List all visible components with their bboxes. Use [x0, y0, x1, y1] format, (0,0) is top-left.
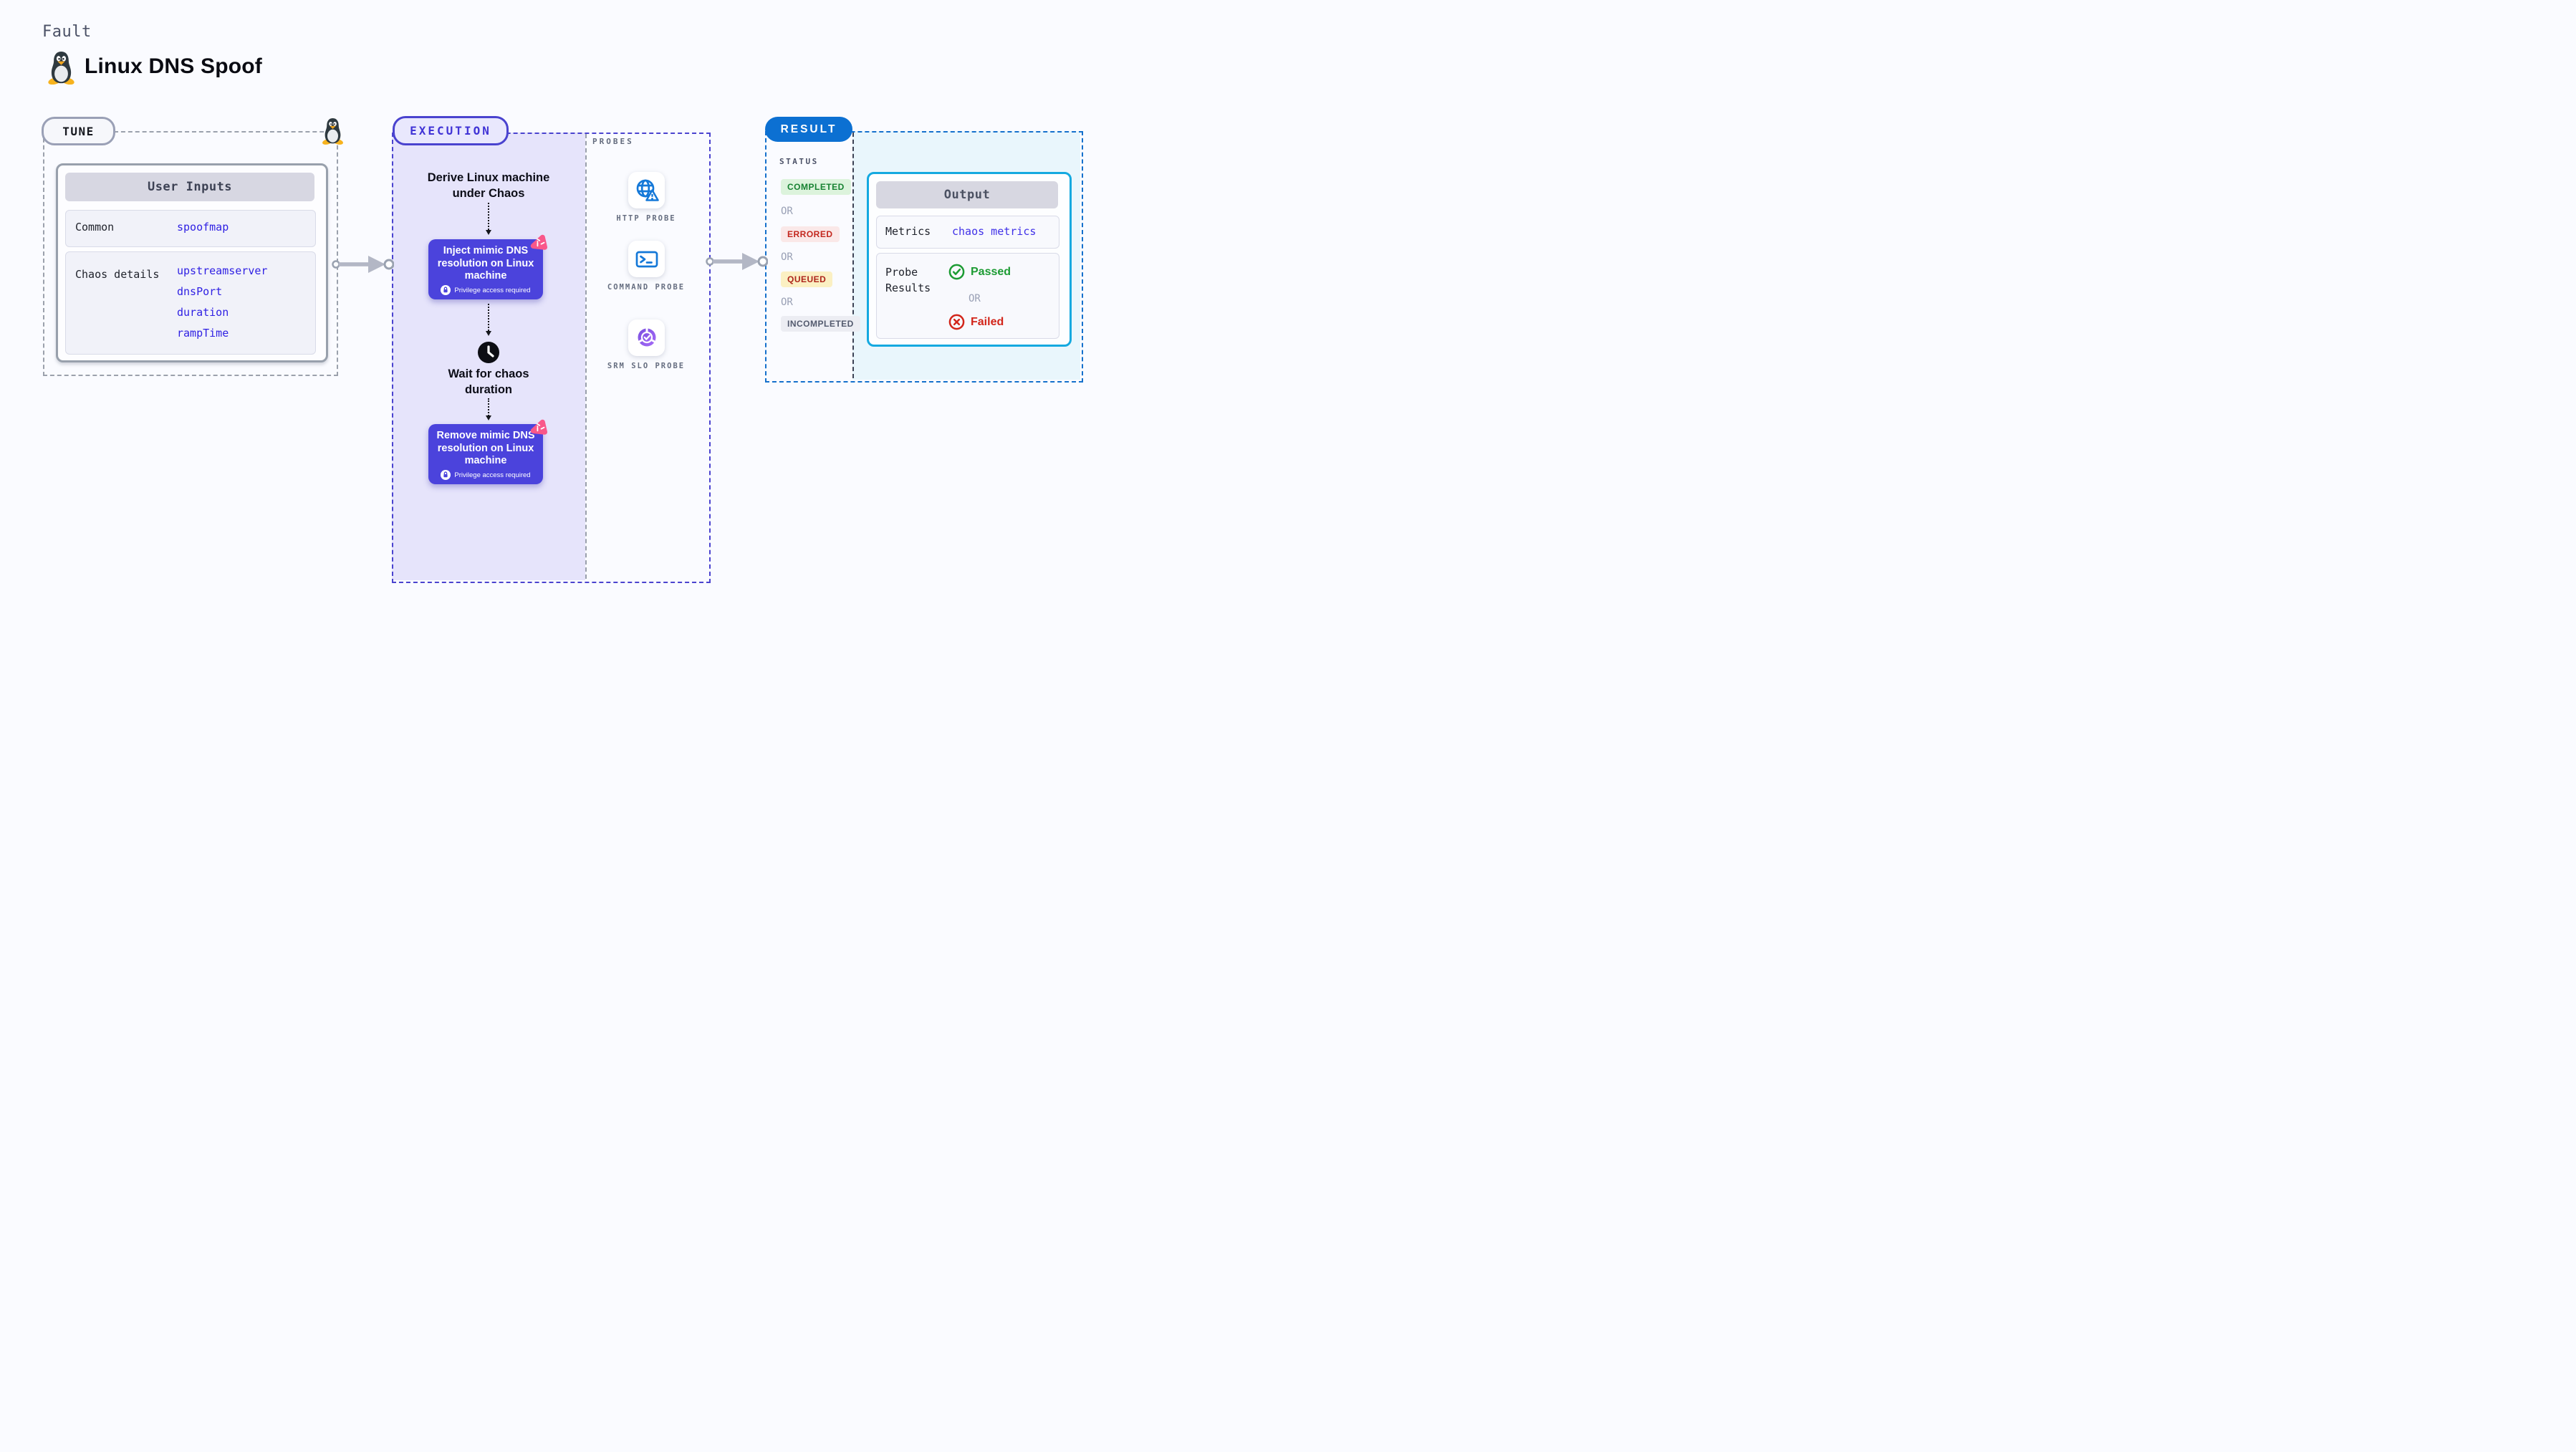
status-badge-errored: ERRORED [781, 226, 840, 242]
tune-section-pill: TUNE [42, 117, 115, 145]
wait-step-label: Wait for chaos duration [448, 367, 529, 396]
check-circle-icon [948, 264, 965, 280]
command-probe-label: COMMAND PROBE [607, 283, 686, 292]
chaos-value: upstreamserver [177, 264, 268, 277]
inject-step-node: Inject mimic DNS resolution on Linux mac… [428, 239, 543, 299]
srm-slo-probe-label: SRM SLO PROBE [607, 362, 686, 370]
probe-passed: Passed [948, 264, 1011, 280]
http-probe-label: HTTP PROBE [616, 214, 676, 223]
srm-slo-probe-card [628, 319, 665, 356]
litmus-chaos-triangle-icon [530, 234, 547, 250]
metrics-value: chaos metrics [952, 225, 1037, 238]
execution-section-pill: EXECUTION [393, 116, 509, 145]
probe-results-row: Probe Results Passed OR Failed [876, 253, 1059, 339]
output-card: Output Metrics chaos metrics Probe Resul… [867, 172, 1072, 347]
common-label: Common [75, 221, 115, 234]
result-section-pill: RESULT [765, 117, 852, 142]
common-value: spoofmap [177, 221, 229, 234]
fault-kicker: Fault [42, 23, 92, 41]
remove-step-node: Remove mimic DNS resolution on Linux mac… [428, 424, 543, 484]
chaos-value: rampTime [177, 327, 229, 340]
probe-failed: Failed [948, 314, 1004, 330]
failed-label: Failed [971, 315, 1004, 328]
tune-section-box [43, 131, 338, 376]
clock-icon [478, 342, 499, 363]
flow-arrow-icon [332, 256, 394, 273]
common-row: Common spoofmap [65, 210, 316, 247]
chaos-details-values: upstreamserver dnsPort duration rampTime [177, 261, 267, 344]
chaos-details-label: Chaos details [75, 268, 160, 281]
globe-warning-icon [636, 179, 659, 201]
http-probe-card [628, 172, 665, 208]
down-arrow-icon [486, 203, 491, 235]
output-header: Output [876, 181, 1058, 208]
command-probe-card [628, 241, 665, 277]
metrics-row: Metrics chaos metrics [876, 216, 1059, 249]
chaos-value: duration [177, 306, 229, 319]
privilege-row: Privilege access required [428, 285, 543, 296]
flow-arrow-icon [706, 253, 768, 270]
privilege-label: Privilege access required [454, 471, 531, 479]
chaos-value: dnsPort [177, 285, 223, 298]
probe-results-label: Probe Results [885, 266, 931, 294]
donut-check-icon [637, 327, 656, 346]
down-arrow-icon [486, 398, 491, 420]
passed-label: Passed [971, 265, 1011, 278]
or-label: OR [781, 251, 793, 263]
status-badge-queued: QUEUED [781, 271, 833, 287]
privilege-label: Privilege access required [454, 286, 531, 294]
user-inputs-card: User Inputs Common spoofmap Chaos detail… [56, 163, 328, 362]
inject-step-title: Inject mimic DNS resolution on Linux mac… [437, 245, 534, 282]
status-badge-completed: COMPLETED [781, 179, 851, 195]
or-label: OR [969, 293, 981, 304]
lock-icon [441, 470, 451, 481]
down-arrow-icon [486, 304, 491, 336]
page-title: Linux DNS Spoof [85, 54, 262, 78]
status-badge-incompleted: INCOMPLETED [781, 316, 860, 332]
derive-step-label: Derive Linux machine under Chaos [427, 171, 550, 200]
lock-icon [441, 285, 451, 296]
metrics-label: Metrics [885, 225, 931, 238]
status-output-divider [852, 133, 854, 378]
execution-probes-divider [585, 134, 587, 579]
or-label: OR [781, 297, 793, 308]
x-circle-icon [948, 314, 965, 330]
fault-diagram-canvas: Fault Linux DNS Spoof TUNE User Inputs C… [0, 0, 1123, 633]
remove-step-title: Remove mimic DNS resolution on Linux mac… [436, 430, 535, 467]
privilege-row: Privilege access required [428, 470, 543, 481]
tux-penguin-icon [48, 51, 75, 85]
result-section-box [765, 131, 1083, 383]
terminal-icon [635, 251, 658, 267]
chaos-details-row: Chaos details upstreamserver dnsPort dur… [65, 251, 316, 355]
litmus-chaos-triangle-icon [530, 419, 547, 435]
status-label: STATUS [779, 157, 819, 166]
probes-label: PROBES [592, 137, 634, 146]
user-inputs-header: User Inputs [65, 173, 314, 201]
or-label: OR [781, 206, 793, 217]
execution-section-box [392, 133, 711, 583]
tux-penguin-icon [322, 118, 343, 145]
